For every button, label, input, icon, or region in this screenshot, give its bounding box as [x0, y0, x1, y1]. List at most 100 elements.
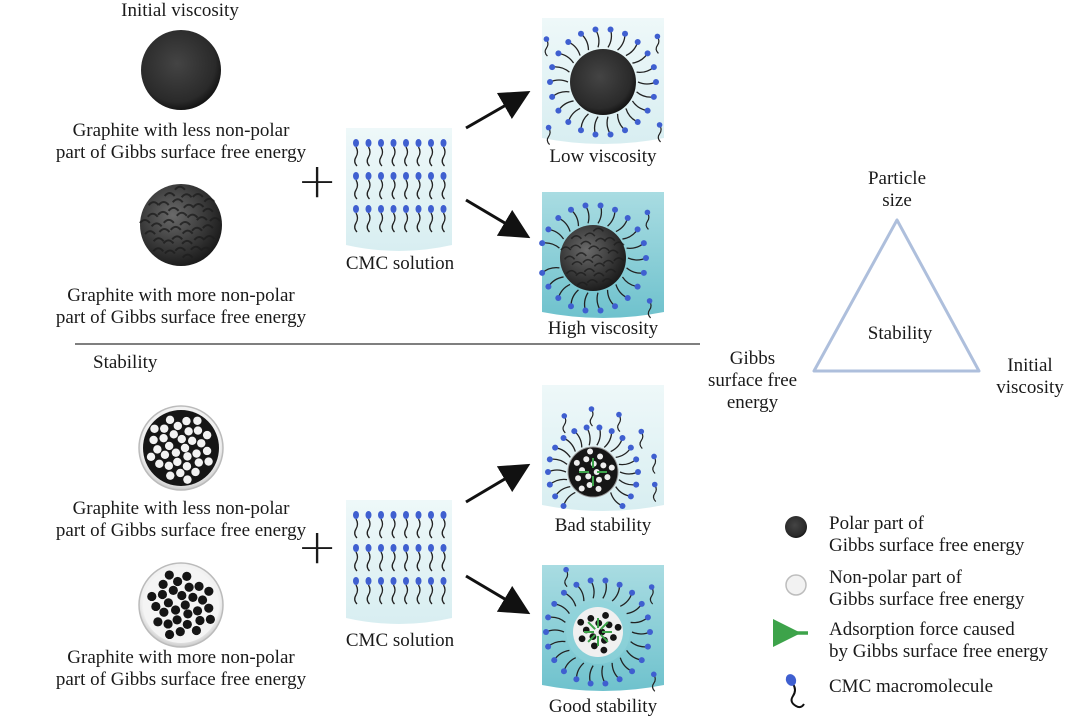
- free-molecule-head: [656, 122, 663, 128]
- surface-site: [578, 635, 586, 643]
- adsorbed-molecule-head: [638, 600, 645, 607]
- low-viscosity-particle: [570, 49, 636, 115]
- adsorbed-molecule-head: [587, 577, 594, 584]
- good-stability-label: Good stability: [548, 696, 658, 717]
- surface-site: [171, 448, 181, 457]
- cmc-molecule-head: [403, 511, 409, 519]
- free-molecule-head: [651, 481, 658, 488]
- stability-triangle: [812, 218, 981, 373]
- cmc-molecule: [354, 551, 359, 572]
- adsorbed-molecule-head: [583, 424, 590, 431]
- adsorbed-molecule-head: [633, 456, 640, 463]
- adsorbed-molecule-head: [546, 456, 553, 463]
- surface-site: [153, 445, 162, 454]
- surface-site: [191, 625, 202, 636]
- free-molecule: [564, 569, 569, 588]
- surface-site: [153, 617, 163, 627]
- adsorbed-molecule-head: [638, 657, 645, 664]
- surface-site: [577, 618, 585, 626]
- cmc-molecule: [379, 584, 384, 605]
- surface-site: [183, 452, 192, 461]
- surface-site: [159, 607, 169, 617]
- cmc-molecule-head: [440, 139, 447, 147]
- surface-site: [173, 576, 183, 587]
- graphite-more-nonpolar-particle: [138, 562, 224, 648]
- adsorbed-molecule-head: [644, 643, 651, 650]
- free-molecule-head: [588, 406, 595, 412]
- top-graphite-less-label: Graphite with less non-polar part of Gib…: [55, 120, 307, 163]
- free-molecule: [562, 415, 567, 434]
- adsorbed-molecule-head: [634, 38, 641, 45]
- cmc-molecule: [404, 179, 409, 200]
- cmc-molecule: [416, 179, 421, 200]
- surface-site: [176, 468, 185, 478]
- cmc-molecule: [366, 551, 371, 572]
- cmc-molecule: [354, 179, 359, 200]
- cmc-molecule-head: [415, 511, 422, 519]
- surface-site: [158, 579, 168, 589]
- adsorbed-molecule-head: [647, 629, 653, 635]
- free-molecule-head: [543, 36, 550, 42]
- cmc-molecule-head: [428, 544, 434, 552]
- cmc-molecule: [379, 518, 384, 539]
- cmc-molecule: [441, 146, 446, 167]
- initial-viscosity-heading: Initial viscosity: [121, 0, 239, 21]
- adsorbed-molecule-head: [640, 269, 647, 276]
- surface-site: [604, 474, 611, 481]
- adsorption-arrow: [587, 634, 596, 643]
- adsorbed-molecule-head: [555, 50, 562, 57]
- polar-legend-icon: [785, 516, 807, 538]
- bottom-cmc-label: CMC solution: [345, 630, 455, 651]
- surface-site: [147, 591, 157, 602]
- surface-site: [204, 586, 214, 596]
- cmc-molecule-head: [403, 544, 409, 552]
- adsorbed-molecule-head: [555, 214, 562, 221]
- adsorbed-molecule-head: [555, 295, 562, 302]
- cmc-molecule: [404, 584, 409, 605]
- cmc-molecule: [429, 179, 434, 200]
- nonpolar-legend-icon: [785, 574, 807, 596]
- adsorbed-molecule-head: [547, 79, 553, 85]
- surface-site: [195, 615, 205, 626]
- free-molecule-head: [650, 671, 657, 678]
- free-molecule: [652, 484, 657, 502]
- surface-site: [600, 646, 608, 654]
- arrow-to-low-viscosity: [465, 91, 531, 130]
- surface-site: [183, 609, 193, 619]
- free-molecule: [589, 408, 594, 427]
- adsorbed-molecule-head: [545, 469, 551, 475]
- free-molecule-head: [638, 428, 645, 435]
- cmc-molecule-head: [353, 544, 359, 552]
- cmc-molecule-head: [440, 172, 447, 180]
- adsorbed-molecule-head: [545, 226, 552, 233]
- cmc-molecule-head: [440, 205, 447, 213]
- high-viscosity-particle: [560, 225, 626, 291]
- surface-site: [598, 628, 606, 636]
- surface-site: [585, 473, 592, 480]
- surface-site: [170, 605, 181, 615]
- cmc-molecule-head: [428, 139, 434, 147]
- cmc-molecule-head: [390, 139, 397, 147]
- surface-site: [194, 458, 204, 467]
- adsorbed-molecule-head: [573, 581, 580, 588]
- adsorbed-molecule-head: [582, 307, 589, 314]
- free-molecule: [651, 673, 656, 692]
- surface-site: [204, 457, 213, 466]
- triangle-particle-size-label: Particle size: [867, 168, 927, 211]
- surface-site: [169, 430, 178, 439]
- cmc-molecule-head: [440, 577, 447, 585]
- surface-site: [610, 634, 617, 641]
- surface-site: [593, 469, 600, 475]
- adsorbed-molecule-head: [560, 589, 567, 596]
- adsorbed-molecule-head: [619, 503, 626, 510]
- adsorbed-molecule-head: [549, 64, 556, 71]
- adsorbed-molecule-head: [607, 26, 614, 33]
- legend-nonpolar-label: Non-polar part of Gibbs surface free ene…: [829, 567, 1025, 610]
- surface-site: [160, 450, 170, 459]
- cmc-molecule: [366, 212, 371, 233]
- legend-cmc-label: CMC macromolecule: [829, 676, 994, 697]
- adsorbed-molecule-head: [627, 493, 634, 500]
- cmc-molecule-head: [353, 577, 359, 585]
- cmc-molecule: [441, 584, 446, 605]
